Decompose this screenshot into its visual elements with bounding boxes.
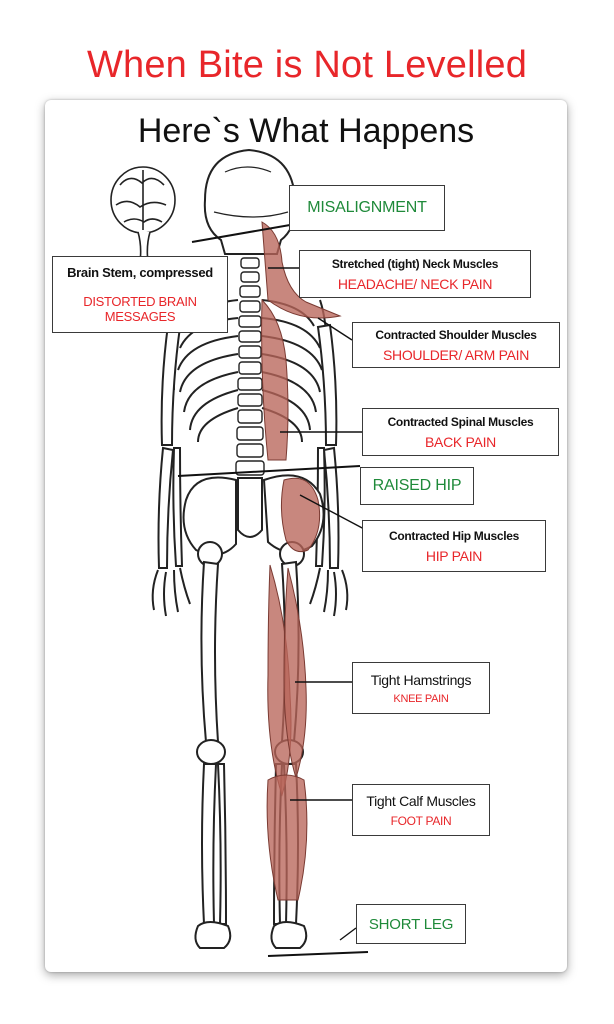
neck-muscles-text: Stretched (tight) Neck Muscles: [331, 256, 499, 271]
label-neck-muscles: Stretched (tight) Neck Muscles HEADACHE/…: [299, 250, 531, 298]
hip-muscles-text: Contracted Hip Muscles: [388, 528, 520, 543]
label-hip-muscles: Contracted Hip Muscles HIP PAIN: [362, 520, 546, 572]
arm-bones: [151, 323, 349, 617]
label-raised-hip: RAISED HIP: [360, 467, 474, 505]
shoulder-muscles-text: Contracted Shoulder Muscles: [375, 327, 537, 342]
label-misalignment: MISALIGNMENT: [289, 185, 445, 231]
misalignment-text: MISALIGNMENT: [307, 199, 427, 216]
shoulder-pain-text: SHOULDER/ ARM PAIN: [382, 346, 530, 363]
diagram-subtitle: Here`s What Happens: [137, 112, 475, 150]
foot-pain-text: FOOT PAIN: [390, 813, 452, 828]
leader-lines: [268, 267, 367, 941]
knee-pain-text: KNEE PAIN: [393, 692, 449, 705]
calf-muscles-text: Tight Calf Muscles: [366, 792, 476, 809]
hip-pain-text: HIP PAIN: [425, 547, 483, 564]
brain-icon: [110, 166, 176, 263]
spine: [235, 257, 265, 476]
highlighted-muscles: [261, 221, 342, 901]
neck-pain-text: HEADACHE/ NECK PAIN: [337, 275, 493, 292]
label-short-leg: SHORT LEG: [356, 904, 466, 944]
label-calf-muscles: Tight Calf Muscles FOOT PAIN: [352, 784, 490, 836]
spinal-muscles-text: Contracted Spinal Muscles: [387, 414, 534, 429]
alignment-lines: [177, 224, 369, 957]
hamstrings-text: Tight Hamstrings: [370, 671, 472, 688]
short-leg-text: SHORT LEG: [368, 915, 454, 933]
raised-hip-text: RAISED HIP: [372, 477, 462, 494]
label-spinal-muscles: Contracted Spinal Muscles BACK PAIN: [362, 408, 559, 456]
brain-messages-text: DISTORTED BRAIN MESSAGES: [83, 294, 197, 324]
back-pain-text: BACK PAIN: [425, 433, 496, 450]
brain-stem-text: Brain Stem, compressed: [67, 265, 213, 280]
label-hamstrings: Tight Hamstrings KNEE PAIN: [352, 662, 490, 714]
page-title: When Bite is Not Levelled: [86, 44, 528, 86]
label-brain-stem: Brain Stem, compressed DISTORTED BRAIN M…: [52, 256, 228, 333]
label-shoulder-muscles: Contracted Shoulder Muscles SHOULDER/ AR…: [352, 322, 560, 368]
